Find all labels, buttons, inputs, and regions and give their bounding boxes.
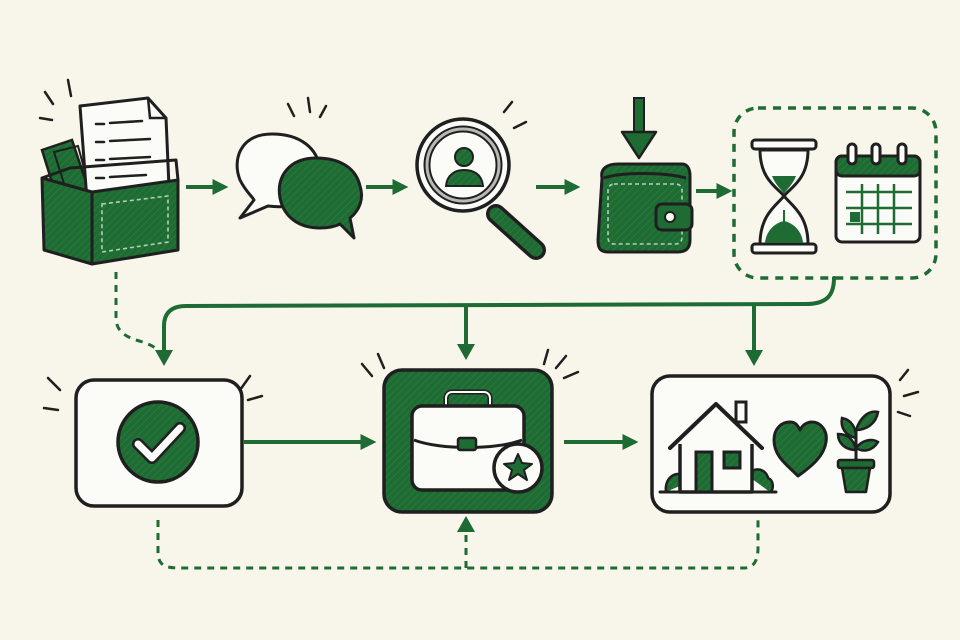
dashed-connector [114,272,164,359]
wallet-with-arrow-icon [596,97,694,254]
feedback-arrowhead [457,516,475,532]
connector-arrowheads [155,344,763,366]
feedback-dashed-connector [156,518,760,570]
house-heart-plant-icon [650,368,920,514]
box-with-documents-icon [38,78,180,266]
briefcase-star-icon [360,348,580,514]
magnifier-person-icon [415,100,546,260]
speech-bubbles-icon [235,96,364,240]
distribution-connector [162,276,836,354]
hourglass-calendar-icon [732,106,938,280]
check-circle-icon [42,374,264,508]
